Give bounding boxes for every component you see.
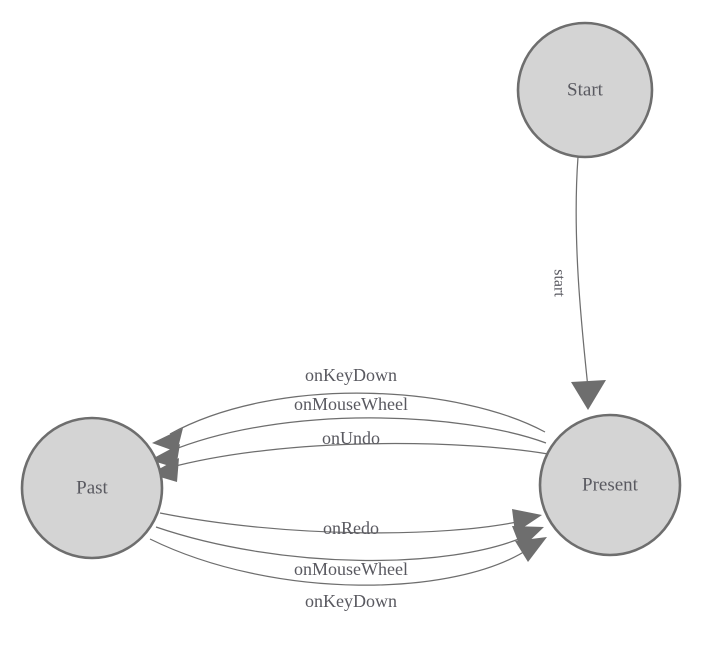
arrowhead-icon-start-to-present xyxy=(571,380,606,410)
edge-line-past-to-present-onkeydown xyxy=(149,538,531,586)
edge-labels-layer: start onKeyDown onMouseWheel onUndo onRedo on… xyxy=(294,269,567,611)
edges-layer xyxy=(149,156,606,586)
edge-line-past-to-present-onredo xyxy=(159,512,523,534)
arrowhead-icon-past-to-present-onkeydown xyxy=(515,537,547,562)
node-present[interactable]: Present xyxy=(538,413,682,557)
edge-label-present-to-past-onmousewheel: onMouseWheel xyxy=(294,394,408,414)
edge-label-past-to-present-onkeydown: onKeyDown xyxy=(305,591,397,611)
edge-present-to-past-onkeydown[interactable] xyxy=(152,392,546,452)
edge-label-past-to-present-onmousewheel: onMouseWheel xyxy=(294,559,408,579)
edge-label-present-to-past-onundo: onUndo xyxy=(322,428,380,448)
edge-line-present-to-past-onmousewheel xyxy=(167,417,547,453)
node-shape-past xyxy=(20,416,164,560)
edge-label-start-to-present: start xyxy=(550,269,567,297)
node-start[interactable]: Start xyxy=(516,21,654,159)
arrowhead-icon-present-to-past-onkeydown xyxy=(152,428,183,452)
node-label-past: Past xyxy=(76,477,108,498)
edge-line-present-to-past-onundo xyxy=(167,442,549,469)
node-shape-present xyxy=(538,413,682,557)
edge-label-present-to-past-onkeydown: onKeyDown xyxy=(305,365,397,385)
node-past[interactable]: Past xyxy=(20,416,164,560)
edge-label-past-to-present-onredo: onRedo xyxy=(323,518,379,538)
edge-past-to-present-onkeydown[interactable] xyxy=(149,537,547,586)
edge-present-to-past-onundo[interactable] xyxy=(150,442,549,482)
node-shape-start xyxy=(516,21,654,159)
edge-line-start-to-present xyxy=(575,156,589,389)
edge-line-present-to-past-onkeydown xyxy=(169,392,546,435)
edge-start-to-present[interactable] xyxy=(571,156,606,410)
node-label-present: Present xyxy=(582,474,639,495)
edge-line-past-to-present-onmousewheel xyxy=(155,526,527,562)
node-label-start: Start xyxy=(567,79,604,100)
